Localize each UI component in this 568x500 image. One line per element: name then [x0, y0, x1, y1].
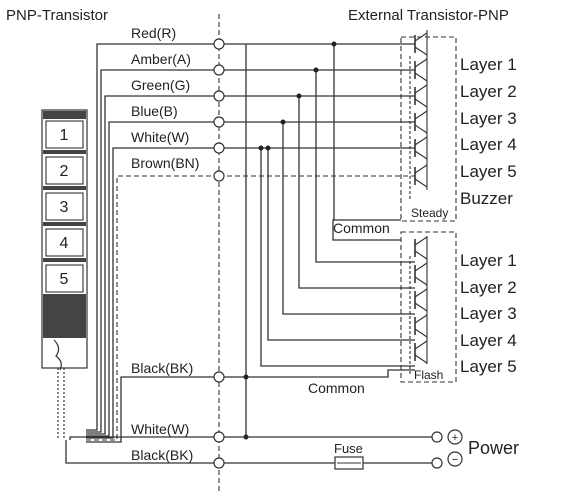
minus-sign: − — [452, 454, 458, 466]
flash-box-label: Flash — [414, 368, 443, 382]
tower-tier-boxes — [45, 120, 84, 293]
steady-wiring — [219, 43, 415, 437]
steady-output-4: Layer 4 — [460, 135, 517, 154]
wire-red-label: Red(R) — [131, 25, 176, 41]
wire-white-label: White(W) — [131, 129, 189, 145]
tower-cables — [65, 43, 219, 464]
flash-output-3: Layer 3 — [460, 304, 517, 323]
tier-3-label: 3 — [60, 199, 69, 216]
tier-2-label: 2 — [60, 163, 69, 180]
steady-output-5: Layer 5 — [460, 162, 517, 181]
steady-output-2: Layer 2 — [460, 82, 517, 101]
wire-brown-label: Brown(BN) — [131, 155, 199, 171]
plus-sign: + — [452, 432, 458, 444]
flash-output-5: Layer 5 — [460, 357, 517, 376]
tier-5-label: 5 — [60, 271, 69, 288]
flash-output-2: Layer 2 — [460, 278, 517, 297]
plus-sign-circle — [447, 429, 463, 445]
minus-sign-circle — [447, 451, 463, 467]
power-white-label: White(W) — [131, 421, 189, 437]
flash-common-label: Common — [308, 380, 365, 396]
wire-amber-label: Amber(A) — [131, 51, 191, 67]
left-header: PNP-Transistor — [6, 7, 108, 24]
junction-dots — [243, 41, 337, 440]
fuse-label: Fuse — [334, 441, 363, 456]
steady-box — [400, 36, 457, 222]
terminals — [213, 38, 225, 469]
power-label: Power — [468, 438, 519, 458]
steady-transistors — [409, 30, 428, 200]
steady-box-label: Steady — [411, 206, 448, 220]
steady-output-3: Layer 3 — [460, 109, 517, 128]
steady-output-1: Layer 1 — [460, 55, 517, 74]
flash-output-4: Layer 4 — [460, 331, 517, 350]
power-minus-terminal — [431, 457, 443, 469]
right-header: External Transistor-PNP — [348, 7, 509, 24]
power-plus-terminal — [431, 431, 443, 443]
wire-green-label: Green(G) — [131, 77, 190, 93]
power-wiring — [224, 436, 432, 464]
wire-black-label: Black(BK) — [131, 360, 193, 376]
flash-wiring — [219, 44, 415, 378]
steady-common-label: Common — [333, 220, 390, 236]
flash-output-1: Layer 1 — [460, 251, 517, 270]
steady-output-buzzer: Buzzer — [460, 189, 513, 208]
flash-transistors — [409, 236, 428, 376]
flash-box — [400, 231, 457, 383]
tier-1-label: 1 — [60, 127, 69, 144]
power-black-label: Black(BK) — [131, 447, 193, 463]
tier-4-label: 4 — [60, 235, 69, 252]
wire-blue-label: Blue(B) — [131, 103, 178, 119]
